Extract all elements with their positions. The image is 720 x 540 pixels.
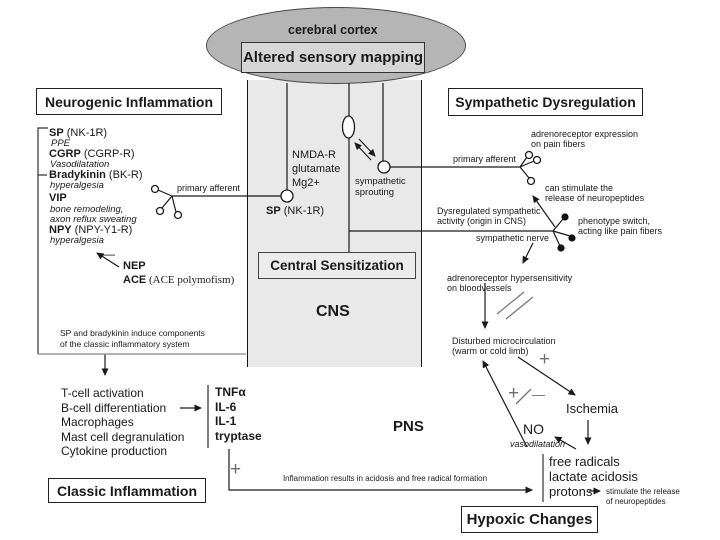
vasodilatation-label: vasodilatation	[510, 439, 566, 449]
adrenoreceptor-hypersensitivity-label: adrenoreceptor hypersensitivity on blood…	[447, 273, 573, 294]
mediator-bracket	[37, 127, 48, 354]
mediator-vip: VIP	[49, 192, 67, 204]
cerebral-cortex-label: cerebral cortex	[288, 23, 378, 37]
nep-label: NEP	[123, 260, 146, 272]
plus-sign: +	[508, 383, 520, 404]
pns-label: PNS	[393, 418, 424, 435]
altered-sensory-mapping-box: Altered sensory mapping	[241, 42, 425, 73]
can-stimulate-label: can stimulate the release of neuropeptid…	[545, 183, 645, 204]
dysregulated-activity-label: Dysregulated sympathetic activity (origi…	[437, 206, 541, 227]
ischemia-label: Ischemia	[566, 401, 619, 416]
mediator-npy: NPY (NPY-Y1-R)	[49, 224, 133, 236]
classic-inflammation-list: T-cell activation B-cell differentiation…	[61, 386, 185, 459]
central-sensitization-box: Central Sensitization	[258, 252, 416, 279]
mediator-sp: SP (NK-1R)	[49, 127, 108, 139]
induce-note: SP and bradykinin induce components of t…	[60, 328, 205, 350]
right-terminal-circle	[532, 155, 542, 165]
left-terminal-circle	[173, 210, 183, 220]
phenotype-dot	[561, 213, 569, 221]
ace-label: ACE (ACE polymofism)	[123, 274, 235, 286]
minus-sign: —	[532, 387, 545, 402]
primary-afferent-right-label: primary afferent	[453, 154, 516, 164]
stimulate-release-label: stimulate the release of neuropeptides	[606, 487, 680, 506]
inflammation-note: Inflammation results in acidosis and fre…	[282, 474, 488, 483]
hypoxic-changes-box: Hypoxic Changes	[461, 506, 598, 533]
phenotype-switch-label: phenotype switch, acting like pain fiber…	[578, 216, 663, 237]
right-terminal-circle	[524, 150, 534, 160]
phenotype-dot	[568, 234, 576, 242]
classic-inflammation-box: Classic Inflammation	[48, 478, 206, 503]
mediator-npy-effect: hyperalgesia	[50, 235, 104, 246]
sympathetic-dysregulation-box: Sympathetic Dysregulation	[448, 88, 643, 116]
adrenoreceptor-expression-label: adrenoreceptor expression on pain fibers	[531, 129, 639, 150]
primary-afferent-left-label: primary afferent	[177, 183, 240, 193]
mediator-sp-effect: PPE	[51, 138, 71, 149]
no-label: NO	[523, 421, 544, 437]
block-slashes	[496, 291, 534, 320]
plus-sign: +	[230, 459, 242, 480]
cns-label: CNS	[316, 303, 350, 320]
neurogenic-inflammation-box: Neurogenic Inflammation	[36, 88, 222, 115]
phenotype-dot	[557, 244, 565, 252]
nep-minus-sign: —	[103, 247, 115, 261]
nerve-down-arrow	[522, 242, 534, 264]
right-terminal-circle	[526, 176, 536, 186]
nmda-label: NMDA-R glutamate Mg2+	[292, 149, 341, 189]
sympathetic-nerve-label: sympathetic nerve	[476, 233, 550, 243]
plus-sign: +	[539, 349, 551, 370]
no-disturbed-arrow	[482, 360, 528, 448]
cytokine-list: TNFα IL-6 IL-1 tryptase	[215, 385, 262, 443]
mediator-bradykinin: Bradykinin (BK-R)	[49, 169, 143, 181]
left-terminal-circle	[155, 206, 165, 216]
mediator-vip-effect: bone remodeling, axon reflux sweating	[50, 204, 137, 226]
mediator-cgrp: CGRP (CGRP-R)	[49, 148, 135, 160]
mediator-bradykinin-effect: hyperalgesia	[50, 180, 104, 191]
cns-band	[247, 80, 422, 367]
sympathetic-sprouting-label: sympathetic sprouting	[355, 176, 406, 198]
mediator-cgrp-effect: Vasodilatation	[50, 159, 110, 170]
sp-receptor-label: SP (NK-1R)	[266, 205, 325, 217]
hypoxic-list: free radicals lactate acidosis protons	[549, 454, 638, 500]
disturbed-microcirculation-label: Disturbed microcirculation (warm or cold…	[452, 336, 556, 357]
left-terminal-circle	[150, 184, 160, 194]
